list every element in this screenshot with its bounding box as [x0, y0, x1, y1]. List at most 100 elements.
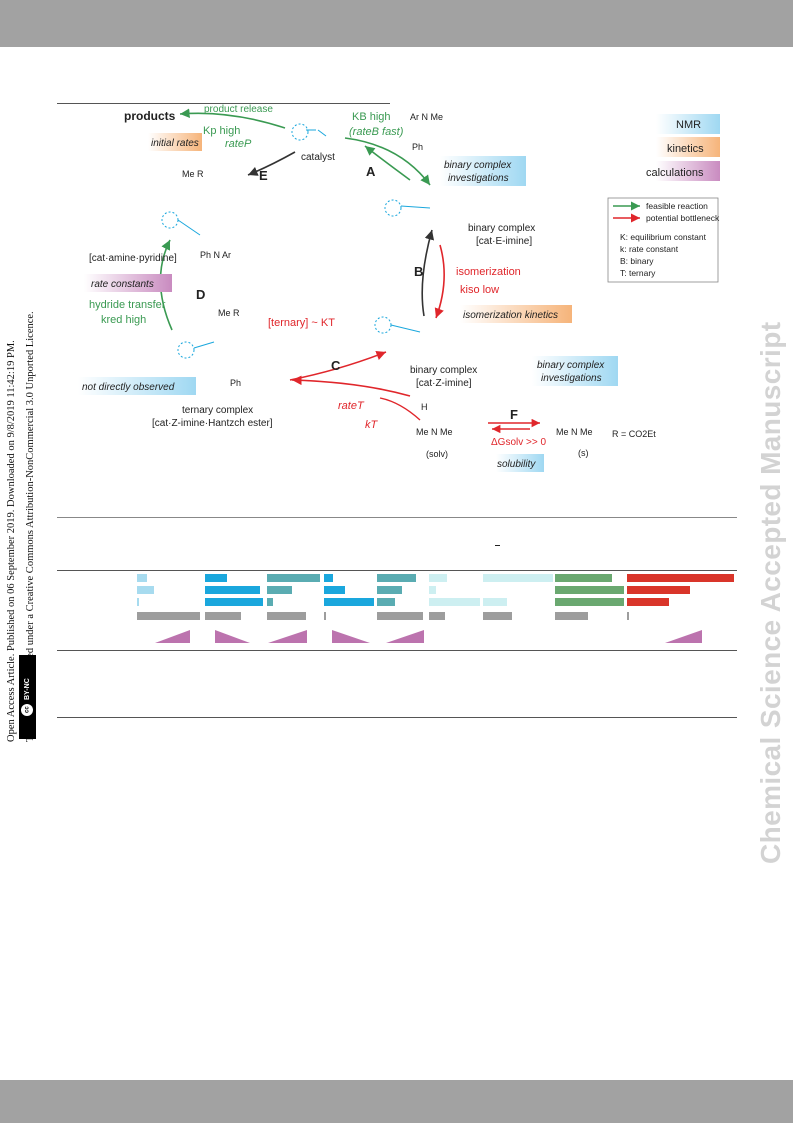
- initial-rates-label: initial rates: [151, 138, 199, 149]
- cell-r3-c3: [267, 598, 273, 606]
- ternary-1: ternary complex: [182, 405, 253, 416]
- cell-r2-c8: [555, 586, 624, 594]
- arrow-B-up: [421, 229, 435, 317]
- cell-r3-c5: [377, 598, 395, 606]
- hantzsch-s-ring: Me N Me: [556, 427, 593, 437]
- hantzsch-solv-text: H: [421, 402, 428, 412]
- solubility-label: solubility: [497, 459, 536, 470]
- cell-r2-c5: [377, 586, 402, 594]
- cell-r4-c8: [555, 612, 588, 620]
- legend-bottleneck: potential bottleneck: [646, 213, 720, 223]
- cell-r4-c5: [377, 612, 423, 620]
- cell-r4-c3: [267, 612, 306, 620]
- cell-r3-c7: [483, 598, 507, 606]
- binary-E-2: [cat·E-imine]: [476, 236, 532, 247]
- binary-Z-1: binary complex: [410, 365, 477, 376]
- legend-k-const: K: equilibrium constant: [620, 232, 707, 242]
- calc-wedge-5: [386, 630, 424, 643]
- legend-k-rate: k: rate constant: [620, 244, 679, 254]
- cell-r1-c5: [377, 574, 416, 582]
- license-badge-label: BY-NC: [24, 678, 31, 700]
- ternary-structure: [177, 341, 215, 359]
- reaction-scheme: products product release Kp high rateP i…: [78, 104, 720, 472]
- legend-feasible: feasible reaction: [646, 201, 708, 211]
- not-observed-tag: [78, 377, 196, 395]
- cell-r3-c9: [627, 598, 669, 606]
- product-release-label: product release: [204, 104, 273, 115]
- step-C-label: C: [331, 358, 341, 373]
- hantzsch-ring-solv: Me N Me: [416, 427, 453, 437]
- imine-structure-text: Ar N Me: [410, 112, 443, 122]
- binary-inv-1: binary complex: [444, 160, 512, 171]
- cell-r2-c9: [627, 586, 690, 594]
- cat-amine-pyridine-label: [cat·amine·pyridine]: [89, 253, 177, 264]
- cell-r2-c6: [429, 586, 436, 594]
- cell-r4-c4: [324, 612, 326, 620]
- ternary-ph: Ph: [230, 378, 241, 388]
- step-A-label: A: [366, 164, 376, 179]
- calc-wedge-3: [268, 630, 307, 643]
- legend-b: B: binary: [620, 256, 654, 266]
- calc-wedge-6: [665, 630, 702, 643]
- cell-r4-c7: [483, 612, 512, 620]
- ka-high-label: KB high: [352, 111, 391, 123]
- kinetics-label: kinetics: [667, 143, 704, 155]
- cell-r3-c2: [205, 598, 263, 606]
- catalyst-label: catalyst: [301, 152, 335, 163]
- cell-r4-c1: [137, 612, 200, 620]
- cell-r2-c4: [324, 586, 345, 594]
- table-top-rule: [57, 517, 737, 518]
- catalyst-structure: [291, 123, 327, 141]
- solubility-link-arrow: [379, 397, 421, 421]
- cell-r1-c3: [267, 574, 320, 582]
- table-header-rule: [57, 570, 737, 571]
- binary-inv2-tag: [532, 356, 618, 386]
- kp-high-label: Kp high: [203, 125, 240, 137]
- cell-r2-c2: [205, 586, 260, 594]
- cell-r3-c6: [429, 598, 480, 606]
- footer-band: [0, 1080, 793, 1123]
- step-E-label: E: [259, 168, 268, 183]
- table-mid-rule: [57, 650, 737, 651]
- rate-constants-label: rate constants: [91, 279, 154, 290]
- scheme-top-rule: [57, 103, 390, 104]
- calc-wedge-1: [155, 630, 190, 643]
- k-iso-label: kiso low: [460, 284, 499, 296]
- rate-b-label: (rateB fast): [349, 126, 404, 138]
- cc-license-badge[interactable]: cc BY-NC: [19, 655, 36, 739]
- legend-t: T: ternary: [620, 268, 656, 278]
- table-bottom-rule: [57, 717, 737, 718]
- isomerization-label: isomerization: [456, 266, 521, 278]
- binary-inv2-1: binary complex: [537, 360, 605, 371]
- step-D-label: D: [196, 287, 205, 302]
- kinetics-tag: [656, 137, 720, 157]
- rate-t-label: rateT: [338, 400, 365, 412]
- cell-r4-c2: [205, 612, 241, 620]
- cell-r3-c4: [324, 598, 374, 606]
- binary-inv-2: investigations: [448, 173, 509, 184]
- header-band: [0, 0, 793, 47]
- calc-wedge-2: [215, 630, 250, 643]
- product-release-arrow: [179, 108, 286, 129]
- nmr-tag: [656, 114, 720, 134]
- iso-kinetics-label: isomerization kinetics: [463, 310, 558, 321]
- arrow-B-down: [434, 244, 445, 319]
- rate-p-label: rateP: [225, 138, 252, 150]
- calculations-label: calculations: [646, 167, 704, 179]
- cell-r1-c8: [555, 574, 612, 582]
- products-label: products: [124, 109, 176, 123]
- step-F-label: F: [510, 407, 518, 422]
- binary-inv2-2: investigations: [541, 373, 602, 384]
- binary-E-structure: [384, 199, 431, 217]
- cell-r1-c9: [627, 574, 734, 582]
- pyridine-ring-text: Me R: [182, 169, 204, 179]
- binary-E-1: binary complex: [468, 223, 535, 234]
- arrow-A-forward: [344, 137, 431, 186]
- cell-r2-c3: [267, 586, 292, 594]
- cell-r3-c1: [137, 598, 139, 606]
- legend-box: [607, 197, 719, 283]
- solv-label: (solv): [426, 449, 448, 459]
- cell-r4-c6: [429, 612, 445, 620]
- nmr-label: NMR: [676, 119, 701, 131]
- binary-inv-tag: [440, 156, 526, 186]
